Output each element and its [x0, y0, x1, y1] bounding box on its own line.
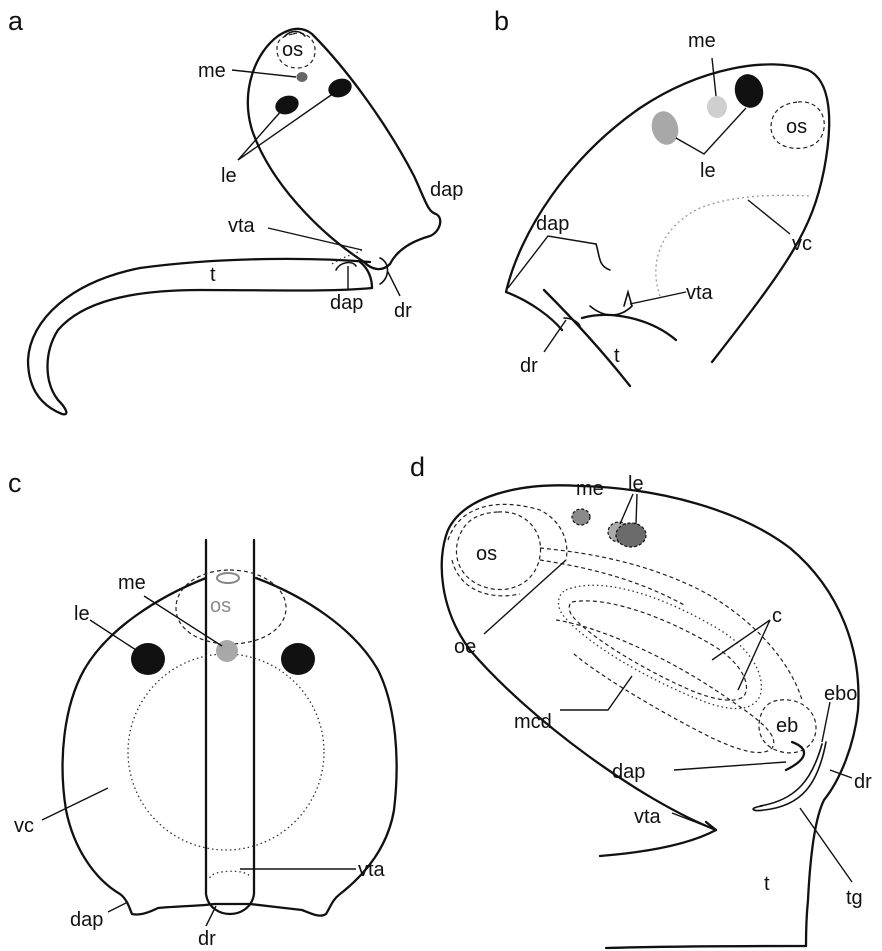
panel-c-label-os: os — [210, 595, 231, 617]
panel-c-lateral-eye-left — [131, 643, 165, 675]
panel-c-lateral-eye-right — [281, 643, 315, 675]
panel-b-t-line-2 — [582, 315, 676, 340]
panel-a-label-dap-bottom: dap — [330, 292, 363, 314]
panel-c-os-inner — [217, 573, 239, 583]
panel-c-letter: c — [8, 468, 22, 498]
panel-d-vta-body — [600, 830, 716, 856]
panel-a-vta-leader — [268, 228, 362, 250]
panel-d-label-ebo: ebo — [824, 683, 857, 705]
panel-b-label-dr: dr — [520, 355, 538, 377]
panel-c-tail-right — [230, 540, 254, 914]
panel-d-tg-leader — [800, 808, 852, 882]
panel-d-label-dr: dr — [854, 771, 872, 793]
panel-d-ebo-leader — [822, 702, 830, 742]
panel-a-label-os: os — [282, 39, 303, 61]
panel-d-label-vta: vta — [634, 806, 662, 828]
panel-b-letter: b — [494, 6, 509, 36]
panel-b-dr-leader — [544, 320, 566, 352]
panel-a-label-me: me — [198, 60, 226, 82]
panel-b-label-os: os — [786, 116, 807, 138]
panel-a-lateral-eye-1 — [273, 92, 302, 117]
panel-c-dr-leader — [206, 906, 216, 926]
panel-d-median-eye — [572, 509, 590, 525]
panel-a-letter: a — [8, 6, 24, 36]
panel-d-le-leader-2 — [636, 494, 637, 524]
panel-b-label-vta: vta — [686, 282, 714, 304]
panel-d-label-os: os — [476, 543, 497, 565]
panel-a-median-eye — [297, 72, 308, 82]
panel-a-dr-leader — [388, 272, 400, 296]
panel-c-body-outline — [63, 578, 397, 916]
panel-c-vc-circle — [128, 654, 324, 850]
panel-d-letter: d — [410, 452, 425, 482]
panel-d-label-t: t — [764, 873, 770, 895]
panel-b-vta-leader — [630, 292, 686, 304]
panel-d-oe-leader — [484, 560, 566, 634]
panel-d-label-dap: dap — [612, 761, 645, 783]
panel-a-label-dr: dr — [394, 300, 412, 322]
panel-d-t-bottom — [606, 946, 806, 948]
panel-b-vc-outline — [656, 195, 810, 296]
panel-b-t-line-1 — [544, 290, 630, 386]
panel-d-dap — [786, 742, 804, 770]
panel-b-vc-leader — [748, 200, 790, 234]
panel-b-label-dap: dap — [536, 213, 569, 235]
panel-c-label-dr: dr — [198, 928, 216, 950]
panel-c-label-dap: dap — [70, 909, 103, 931]
panel-a-label-vta: vta — [228, 215, 256, 237]
panel-a-dap-lower — [336, 263, 356, 270]
panel-d-label-mcd: mcd — [514, 711, 552, 733]
panel-a-tail — [28, 259, 372, 414]
panel-d-dap-leader — [674, 762, 786, 770]
panel-b-vta — [590, 306, 632, 315]
panel-d-caecum-mid — [569, 601, 746, 700]
panel-c-vta-dotted — [210, 871, 250, 878]
panel-d-label-eb: eb — [776, 715, 798, 737]
panel-d-label-me: me — [576, 478, 604, 500]
panel-a-label-dap-top: dap — [430, 179, 463, 201]
panel-c: c os me le vc vta dap dr — [8, 468, 397, 950]
panel-c-dap-leader — [108, 902, 128, 912]
panel-d-ebo — [760, 744, 822, 806]
panel-d-vta-leader — [672, 813, 716, 830]
panel-b: b me os le dap vc vta dr t — [494, 6, 829, 386]
panel-d-os-circle — [456, 512, 540, 590]
panel-a-me-leader — [232, 70, 296, 77]
panel-b-dap — [596, 244, 610, 270]
panel-d-label-tg: tg — [846, 887, 863, 909]
panel-d-label-le: le — [628, 473, 644, 495]
panel-a-le-leader-1 — [238, 110, 282, 160]
panel-d-lateral-eye — [616, 523, 646, 547]
panel-d: d me le os c oe mcd eb — [410, 452, 872, 948]
panel-d-os-outer — [448, 504, 567, 595]
panel-b-median-eye — [707, 96, 727, 118]
panel-a: a os me le dap vta t dap dr — [8, 6, 463, 414]
panel-c-label-le: le — [74, 603, 90, 625]
panel-d-mcd-leader — [560, 676, 632, 710]
panel-c-median-eye — [216, 640, 238, 662]
panel-a-label-t: t — [210, 264, 216, 286]
panel-c-le-leader — [90, 620, 136, 650]
panel-b-dap-leader — [508, 236, 596, 288]
panel-b-label-me: me — [688, 30, 716, 52]
panel-d-label-oe: oe — [454, 636, 476, 658]
panel-b-label-t: t — [614, 345, 620, 367]
panel-a-dr — [380, 258, 388, 284]
panel-b-lateral-eye-gray — [648, 108, 682, 148]
panel-c-label-vc: vc — [14, 815, 34, 837]
panel-c-label-vta: vta — [358, 859, 386, 881]
panel-c-vc-leader — [42, 788, 108, 820]
panel-d-le-leader-1 — [620, 494, 633, 524]
panel-b-lateral-eye-black — [731, 71, 767, 111]
panel-b-me-leader — [712, 58, 716, 96]
panel-a-label-le: le — [221, 165, 237, 187]
panel-b-label-vc: vc — [792, 233, 812, 255]
panel-a-body-outline — [248, 29, 440, 269]
panel-b-label-le: le — [700, 160, 716, 182]
panel-c-label-me: me — [118, 572, 146, 594]
panel-d-label-c: c — [772, 605, 782, 627]
